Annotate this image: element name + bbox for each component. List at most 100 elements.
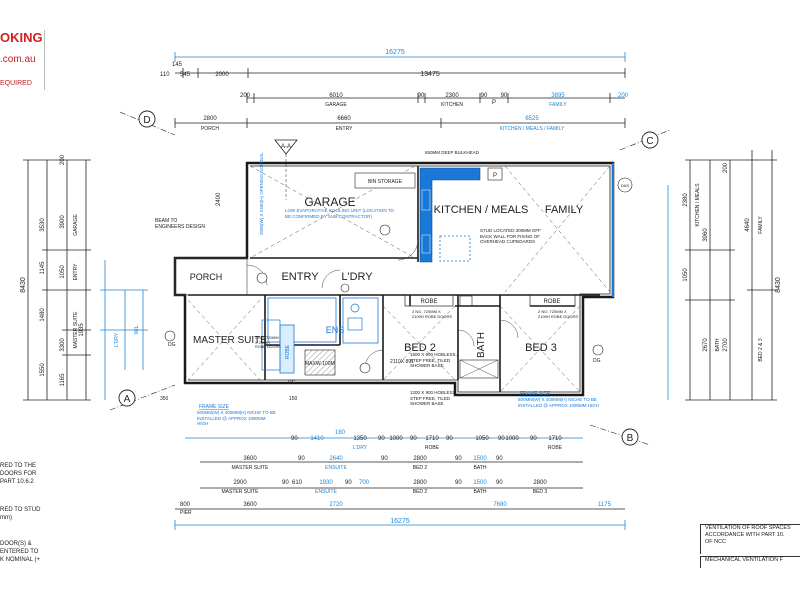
misc-label: DG: [168, 342, 176, 348]
robe-bed2: [404, 294, 454, 307]
grid-label: A: [124, 394, 131, 405]
dim-label: MASTER SUITE: [222, 489, 260, 495]
dim-text: P: [492, 100, 496, 106]
dim-text: 4640: [745, 218, 751, 232]
dim-text: 1350: [353, 436, 367, 442]
note-line: ENTERED TO: [0, 549, 39, 555]
right-note-2: MECHANICAL VENTILATION F: [700, 556, 800, 568]
dim-label: L'DRY: [114, 332, 120, 347]
dim-text: 1410: [310, 436, 324, 442]
dim-text: 145: [172, 62, 183, 68]
dim-text: 200: [240, 93, 251, 99]
niche-note-2-wrap: 500MM(W) X 400MM(H) NICHE TO BE INSTALLE…: [518, 397, 600, 408]
room-entry: ENTRY: [281, 271, 319, 283]
dim-text: 6660: [337, 116, 351, 122]
left-dimensions: [23, 159, 148, 401]
dim-text: 3900: [60, 215, 66, 229]
misc-label: DG: [593, 358, 601, 364]
stud-note-wrap: STUD LOCATED 300MM OFF BACK WALL FOR FIX…: [480, 228, 541, 244]
dim-text: 1050: [683, 268, 689, 282]
dim-text: 90: [455, 456, 462, 462]
bulkhead-note-wrap: 650MM DEEP BULKHEAD: [425, 150, 479, 155]
room-garage: GARAGE: [304, 195, 355, 209]
stud-note: STUD LOCATED 300MM OFF BACK WALL FOR FIX…: [480, 228, 541, 244]
service-markers: [164, 177, 633, 374]
dim-text: 90: [446, 436, 453, 442]
note-line: mm): [0, 515, 12, 521]
dim-text: 1145: [40, 261, 46, 275]
dim-text: 90: [501, 93, 508, 99]
dim-label: BATH: [474, 489, 487, 495]
room-labels: GARAGE KITCHEN / MEALS FAMILY PORCH ENTR…: [190, 195, 584, 359]
dim-label: BATH: [474, 465, 487, 471]
misc-label: 2110X 891: [390, 359, 414, 365]
brand-name: OKING: [0, 30, 43, 45]
room-ensuite: ENS: [326, 325, 345, 335]
note-line: MECHANICAL VENTILATION F: [705, 557, 783, 563]
dim-text: 200: [60, 154, 66, 165]
dim-text: 90: [530, 436, 537, 442]
bottom-dimensions: [174, 437, 626, 530]
misc-label: DG: [288, 380, 296, 386]
dim-text: 3600: [243, 456, 257, 462]
dim-text: 90: [345, 480, 352, 486]
frame-size-1: FRAME SIZE: [199, 404, 230, 410]
dim-right-overall: 8430: [775, 277, 782, 293]
dim-text: 90: [481, 93, 488, 99]
dim-text: 1175: [598, 502, 612, 508]
dim-label: BED 2: [413, 465, 428, 471]
room-laundry: L'DRY: [341, 271, 373, 283]
dim-text: 1930: [319, 480, 333, 486]
dim-text: 90: [282, 480, 289, 486]
shower-note-1: 1500 X 900 HOBLESS, STEP FREE, TILED SHO…: [410, 352, 457, 368]
cooling-note: LOW EVAPORATIVE COOLING UNIT (LOCATION T…: [285, 208, 395, 219]
cooling-note-wrap: LOW EVAPORATIVE COOLING UNIT (LOCATION T…: [285, 208, 395, 219]
dim-text: 1000: [389, 436, 403, 442]
grid-marker-a: A: [109, 384, 176, 411]
dim-label: KITCHEN / MEALS / FAMILY: [500, 126, 565, 132]
dim-text: 90: [455, 480, 462, 486]
dim-label: MASTER SUITE: [232, 465, 270, 471]
dim-text: 1050: [60, 265, 66, 279]
room-robe1: ROBE: [420, 299, 437, 305]
logo-block: OKING .com.au EQUIRED: [0, 30, 45, 90]
grid-label: C: [646, 136, 653, 147]
robe-doors-3-wrap: 2 NO. 720MM X 2100H ROBE DOORS: [255, 336, 281, 350]
dim-label: MASTER SUITE: [73, 311, 79, 349]
dim-label: GARAGE: [325, 102, 347, 108]
niche-note-2: 500MM(W) X 400MM(H) NICHE TO BE INSTALLE…: [518, 397, 600, 408]
dim-text: 545: [180, 72, 191, 78]
dim-text: 110: [160, 72, 170, 78]
misc-label: 350: [160, 396, 169, 402]
dim-text: 2800: [413, 480, 427, 486]
niche-note-1-wrap: 500MM(W) X 400MM(H) NICHE TO BE INSTALLE…: [197, 410, 276, 426]
dim-text: 2800: [203, 116, 217, 122]
grid-marker-b: B: [589, 424, 651, 446]
dim-text: 90: [291, 436, 298, 442]
dim-text: 6525: [525, 116, 539, 122]
dim-text: 2000: [215, 72, 229, 78]
robe-doors-1: 2 NO. 720MM X 2100H ROBE DOORS: [412, 309, 452, 319]
dim-text: 1710: [548, 436, 562, 442]
note-line: OF NCC: [705, 539, 727, 545]
dim-text: 2300: [445, 93, 459, 99]
dim-label: FAMILY: [758, 216, 764, 234]
room-bed3: BED 3: [525, 342, 557, 354]
dim-text: 3600: [243, 502, 257, 508]
dim-text: 1480: [40, 308, 46, 322]
dim-label: BED 2: [413, 489, 428, 495]
note-line: RED TO STUD: [0, 507, 41, 513]
dim-text: 90: [381, 456, 388, 462]
robe-doors-3: 2 NO. 720MM X 2100H ROBE DOORS: [255, 336, 281, 350]
laundry-fixtures: [342, 297, 379, 344]
dim-text: 90: [410, 436, 417, 442]
dim-label: ENSUITE: [315, 489, 337, 495]
dim-text: 3895: [551, 93, 565, 99]
room-kitchen: KITCHEN / MEALS: [434, 204, 529, 216]
note-line: RED TO THE: [0, 463, 37, 469]
dim-text: 2720: [329, 502, 343, 508]
note-line: VENTILATION OF ROOF SPACES: [705, 525, 791, 531]
note-line: DOORS FOR: [0, 471, 37, 477]
dim-text: 90: [496, 456, 503, 462]
dim-label: ENTRY: [73, 263, 79, 281]
